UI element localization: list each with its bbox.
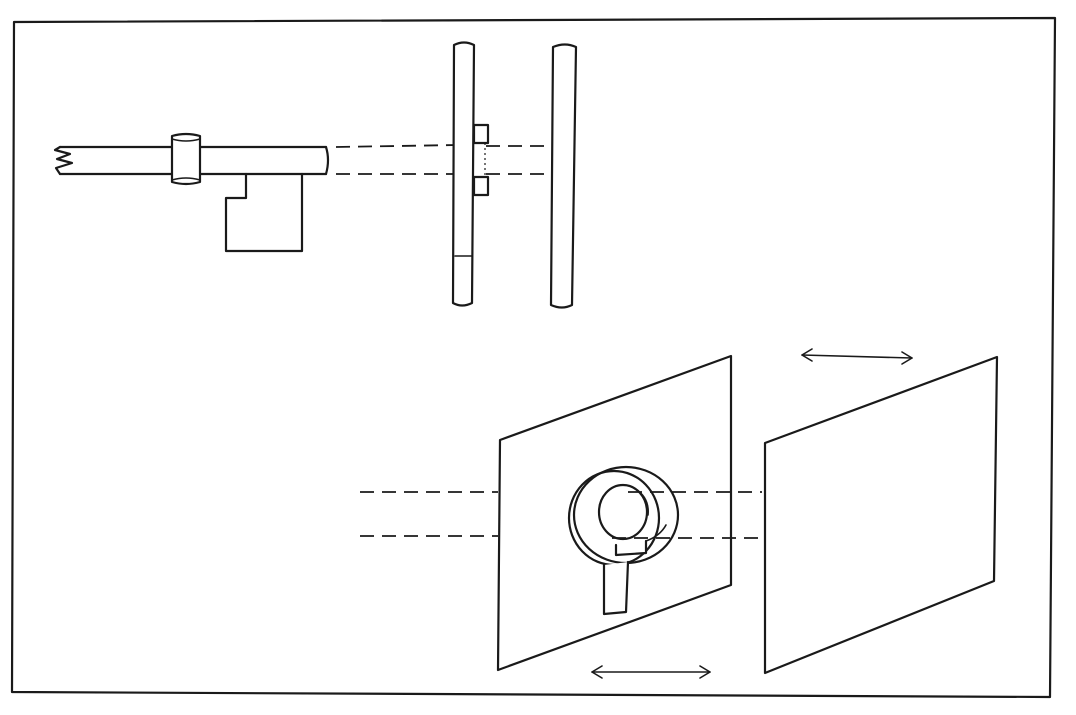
beam-lines-through <box>612 491 762 539</box>
double-arrow-icon <box>801 348 913 365</box>
aperture-plate <box>496 354 733 672</box>
aperture-plate-side <box>451 41 490 307</box>
beam-lines-side <box>335 144 552 175</box>
border-frame <box>10 16 1057 699</box>
screen-plate <box>763 355 999 675</box>
side-view <box>53 41 578 309</box>
mount-clamp <box>170 132 202 186</box>
double-arrow-icon <box>591 665 711 679</box>
beam-lines-incoming <box>360 491 498 537</box>
perspective-view <box>360 348 999 679</box>
ring-aperture <box>567 465 680 616</box>
support-bracket <box>224 172 304 253</box>
break-zigzag <box>53 145 74 176</box>
screen-side <box>549 43 578 309</box>
